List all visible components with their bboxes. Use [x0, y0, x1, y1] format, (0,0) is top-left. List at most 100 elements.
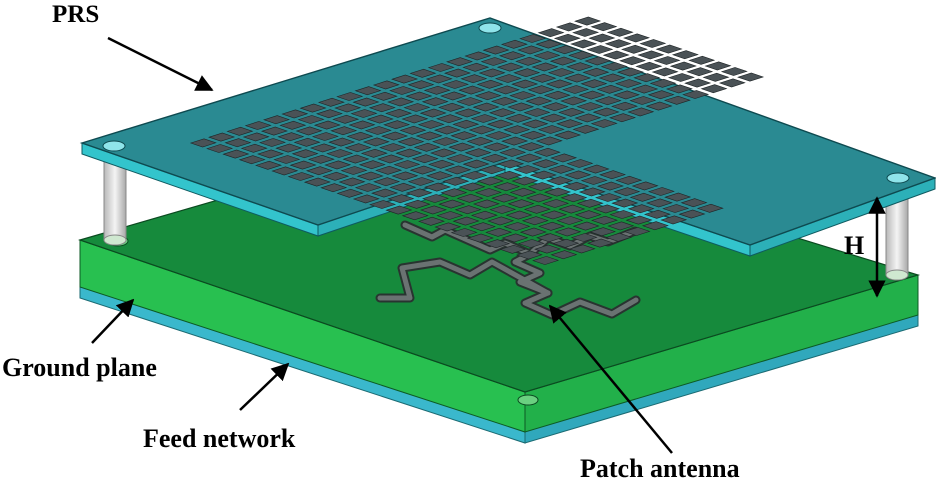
prs-unit-cell — [387, 194, 415, 204]
prs-unit-cell — [501, 136, 529, 146]
prs-unit-cell — [619, 56, 646, 66]
prs-unit-cell — [289, 160, 317, 170]
prs-unit-cell — [643, 209, 671, 219]
prs-unit-cell — [536, 233, 564, 243]
prs-unit-cell — [434, 222, 462, 232]
support-post — [885, 194, 909, 276]
prs-unit-cell — [737, 72, 765, 82]
prs-unit-cell — [371, 188, 399, 198]
prs-unit-cell — [686, 67, 714, 77]
patch-antenna-arrow — [548, 304, 673, 454]
prs-unit-cell — [704, 61, 732, 71]
prs-unit-cell — [334, 103, 362, 113]
prs-layer — [79, 16, 936, 265]
prs-unit-cell — [436, 114, 463, 124]
prs-unit-cell — [553, 33, 581, 43]
prs-unit-cell — [470, 114, 498, 123]
prs-unit-cell — [474, 188, 502, 197]
prs-unit-cell — [554, 227, 582, 237]
prs-unit-cell — [313, 120, 341, 130]
prs-unit-cell — [625, 215, 653, 225]
prs-unit-cell — [356, 171, 384, 181]
prs-unit-cell — [444, 165, 472, 175]
prs-unit-cell — [590, 119, 618, 128]
prs-unit-cell — [649, 78, 677, 88]
prs-unit-cell — [336, 92, 364, 101]
prs-unit-cell — [426, 171, 453, 181]
prs-unit-cell — [653, 56, 681, 65]
prs-unit-cell — [377, 154, 405, 164]
prs-unit-cell — [424, 182, 451, 192]
prs-unit-cell — [533, 147, 561, 157]
prs-unit-cell — [419, 108, 447, 118]
prs-unit-cells — [189, 16, 765, 265]
prs-unit-cell — [538, 221, 566, 231]
prs-unit-cell — [273, 155, 301, 164]
prs-unit-cell — [222, 149, 250, 159]
prs-unit-cell — [564, 170, 592, 180]
support-post — [103, 159, 127, 241]
prs-unit-cell — [613, 90, 640, 100]
prs-unit-cell — [513, 68, 541, 78]
prs-unit-cell — [662, 204, 690, 213]
prs-unit-cell — [462, 62, 490, 72]
prs-unit-cell — [576, 102, 604, 111]
prs-unit-cell — [552, 238, 580, 248]
prs-unit-cell — [499, 148, 527, 157]
prs-unit-cell — [511, 79, 539, 89]
prs-unit-cell — [496, 62, 524, 72]
prs-unit-cell — [489, 205, 517, 214]
prs-unit-cell — [422, 194, 449, 203]
prs-unit-cell — [635, 61, 663, 71]
prs-unit-cell — [466, 136, 494, 146]
prs-unit-cell — [462, 159, 490, 169]
prs-unit-cell — [409, 68, 437, 78]
prs-unit-cell — [629, 192, 657, 202]
prs-unit-cell — [595, 193, 622, 202]
prs-unit-cell — [240, 143, 268, 153]
prs-unit-cell — [631, 84, 659, 94]
prs-unit-cell — [399, 125, 427, 135]
prs-unit-cell — [369, 200, 397, 209]
prs-unit-cell — [519, 227, 547, 237]
prs-unit-cell — [613, 187, 641, 197]
prs-unit-cell — [537, 28, 565, 38]
prs-unit-cell — [645, 101, 673, 111]
prs-unit-cell — [629, 96, 657, 105]
prs-unit-cell — [238, 155, 266, 165]
prs-unit-cell — [490, 96, 518, 106]
prs-unit-cell — [295, 126, 323, 136]
prs-unit-cell — [570, 233, 598, 242]
prs-unit-cell — [515, 250, 543, 260]
prs-unit-cell — [576, 198, 604, 208]
prs-unit-cell — [574, 16, 602, 26]
prs-unit-cell — [667, 73, 695, 82]
prs-unit-cell — [320, 183, 348, 193]
prs-unit-cell — [379, 143, 407, 152]
prs-unit-cell — [702, 72, 730, 82]
prs-unit-cell — [546, 176, 574, 186]
prs-unit-cell — [470, 210, 498, 220]
prs-unit-cell — [208, 132, 236, 142]
prs-unit-cell — [655, 44, 683, 54]
prs-unit-cell — [684, 78, 712, 88]
prs-unit-cell — [535, 136, 563, 146]
prs-unit-cell — [718, 78, 746, 88]
prs-unit-cell — [478, 165, 506, 175]
prs-unit-cell — [454, 108, 482, 118]
prs-unit-cell — [405, 91, 433, 101]
feed-network-arrow — [239, 362, 290, 411]
prs-unit-cell — [409, 165, 437, 175]
prs-unit-cell — [315, 109, 343, 119]
prs-unit-cell — [560, 96, 588, 106]
prs-unit-cell — [391, 74, 419, 84]
prs-unit-cell — [407, 177, 435, 186]
prs-unit-cell — [558, 204, 586, 214]
height-label: H — [844, 231, 864, 260]
prs-unit-cell — [468, 222, 496, 232]
prs-unit-cell — [680, 198, 708, 208]
prs-unit-cell — [446, 154, 474, 163]
prs-unit-cell — [372, 80, 400, 90]
prs-unit-cell — [572, 221, 600, 231]
prs-unit-cell — [420, 205, 447, 215]
